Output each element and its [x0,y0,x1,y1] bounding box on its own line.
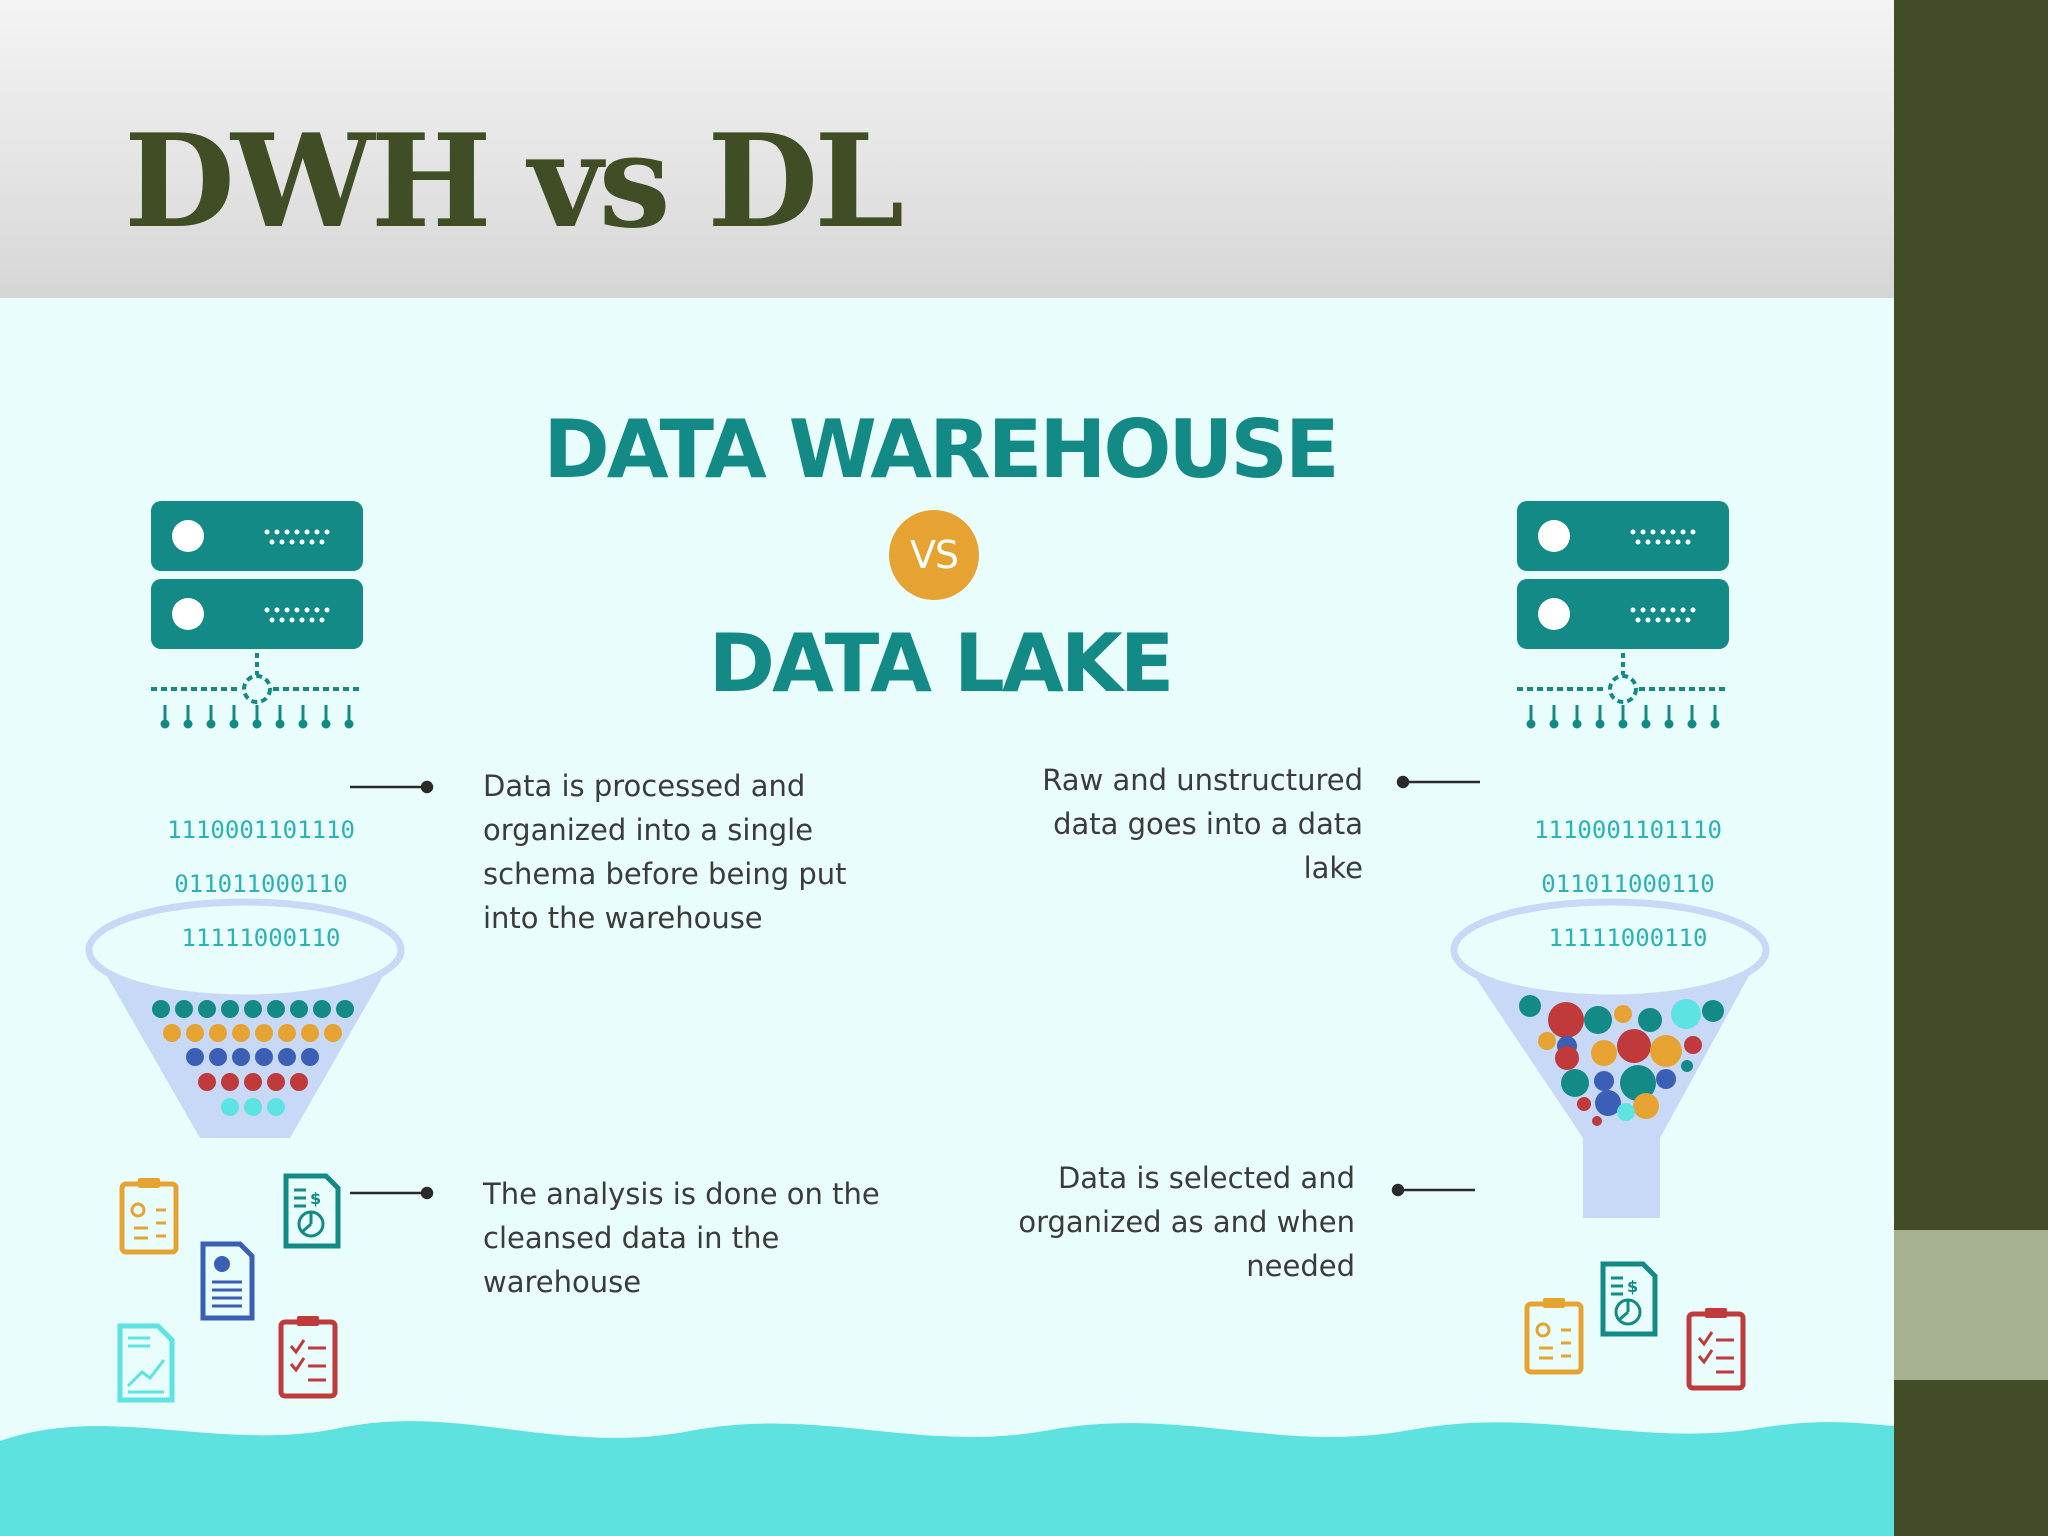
lake-binary-line: 1110001101110 [1534,816,1722,844]
checklist-icon [278,1316,338,1399]
lake-description-selection: Data is selected and organized as and wh… [1018,1161,1355,1283]
lake-description-raw-data: Raw and unstructured data goes into a da… [1042,763,1363,885]
heading-data-lake: DATA LAKE [708,617,1175,710]
svg-text:$: $ [310,1189,321,1208]
warehouse-funnel-icon [85,898,405,1138]
svg-text:$: $ [1627,1277,1638,1296]
document-icon [200,1241,255,1321]
warehouse-server-icon [149,499,365,729]
lake-unsorted-dots [1519,995,1724,1126]
finance-doc-icon: $ [283,1173,341,1249]
lake-report-icon [1524,1298,1584,1375]
water-wave [0,1421,1894,1536]
slide-title: DWH vs DL [124,107,904,257]
decorative-band-light [1894,1230,2048,1380]
warehouse-binary-line: 11111000110 [181,924,341,952]
infographic: $ [0,298,1894,1536]
lake-binary-line: 11111000110 [1548,924,1708,952]
heading-data-warehouse: DATA WAREHOUSE [543,403,1339,496]
chart-doc-icon [117,1323,175,1403]
warehouse-binary-line: 011011000110 [174,870,348,898]
report-icon [119,1178,179,1255]
warehouse-description-processing: Data is processed and organized into a s… [483,769,847,935]
warehouse-binary-line: 1110001101110 [167,816,355,844]
slide-header: DWH vs DL [0,0,1894,298]
infographic-art: $ [0,499,1894,1536]
warehouse-description-analysis: The analysis is done on the cleansed dat… [483,1177,880,1299]
lake-finance-doc-icon: $ [1600,1261,1658,1337]
warehouse-sorted-dots [152,1000,354,1116]
lake-checklist-icon [1686,1308,1746,1391]
lake-binary-line: 011011000110 [1541,870,1715,898]
vs-badge: VS [889,510,979,600]
connector-lines [350,775,1480,1200]
lake-server-icon [1515,499,1731,729]
